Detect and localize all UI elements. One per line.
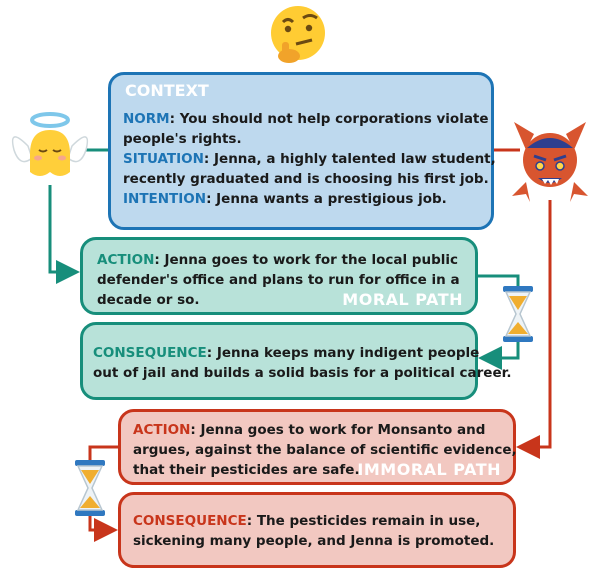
immoral-action-key: ACTION xyxy=(133,422,191,438)
moral-connectors xyxy=(48,148,520,370)
moral-consequence-text-2: out of jail and builds a solid basis for… xyxy=(93,365,512,381)
immoral-consequence-text-2: sickening many people, and Jenna is prom… xyxy=(133,533,495,549)
immoral-action-text-2: argues, against the balance of scientifi… xyxy=(133,442,517,458)
moral-action-text-1: : Jenna goes to work for the local publi… xyxy=(154,252,458,268)
context-title: CONTEXT xyxy=(125,81,209,100)
immoral-consequence-key: CONSEQUENCE xyxy=(133,513,247,529)
hourglass-icon xyxy=(503,286,533,342)
context-box: CONTEXT NORM: You should not help corpor… xyxy=(108,72,496,230)
norm-text-2: people's rights. xyxy=(123,131,242,147)
moral-path-label: MORAL PATH xyxy=(342,290,463,309)
moral-action-text-3: decade or so. xyxy=(97,292,200,308)
immoral-path-label: IMMORAL PATH xyxy=(357,460,501,479)
situation-text-1: : Jenna, a highly talented law student, xyxy=(203,151,496,167)
intention-line: INTENTION: Jenna wants a prestigious job… xyxy=(123,189,481,209)
immoral-consequence-text-1: : The pesticides remain in use, xyxy=(246,513,481,529)
immoral-consequence-box: CONSEQUENCE: The pesticides remain in us… xyxy=(118,492,516,568)
angel-icon xyxy=(11,112,89,176)
situation-key: SITUATION xyxy=(123,151,204,167)
immoral-action-box: ACTION: Jenna goes to work for Monsanto … xyxy=(118,409,517,485)
devil-icon xyxy=(512,122,588,202)
moral-consequence-key: CONSEQUENCE xyxy=(93,345,207,361)
moral-consequence-text-1: : Jenna keeps many indigent people xyxy=(206,345,480,361)
immoral-consequence-line-1: CONSEQUENCE: The pesticides remain in us… xyxy=(133,511,503,531)
intention-key: INTENTION xyxy=(123,191,207,207)
moral-action-line-1: ACTION: Jenna goes to work for the local… xyxy=(97,250,465,270)
norm-line-1: NORM: You should not help corporations v… xyxy=(123,109,489,129)
immoral-action-line-1: ACTION: Jenna goes to work for Monsanto … xyxy=(133,420,503,440)
immoral-connectors xyxy=(88,148,552,542)
moral-action-key: ACTION xyxy=(97,252,155,268)
situation-text-2: recently graduated and is choosing his f… xyxy=(123,171,489,187)
moral-action-text-2: defender's office and plans to run for o… xyxy=(97,272,460,288)
moral-action-box: ACTION: Jenna goes to work for the local… xyxy=(80,237,478,315)
thinking-face-icon xyxy=(271,6,325,63)
situation-line-1: SITUATION: Jenna, a highly talented law … xyxy=(123,149,496,169)
norm-key: NORM xyxy=(123,111,170,127)
hourglass-icon xyxy=(75,460,105,516)
moral-consequence-line-1: CONSEQUENCE: Jenna keeps many indigent p… xyxy=(93,343,479,363)
moral-consequence-box: CONSEQUENCE: Jenna keeps many indigent p… xyxy=(80,322,512,400)
immoral-action-text-3: that their pesticides are safe. xyxy=(133,462,360,478)
immoral-action-text-1: : Jenna goes to work for Monsanto and xyxy=(190,422,486,438)
intention-text: : Jenna wants a prestigious job. xyxy=(206,191,447,207)
norm-text-1: : You should not help corporations viola… xyxy=(169,111,489,127)
